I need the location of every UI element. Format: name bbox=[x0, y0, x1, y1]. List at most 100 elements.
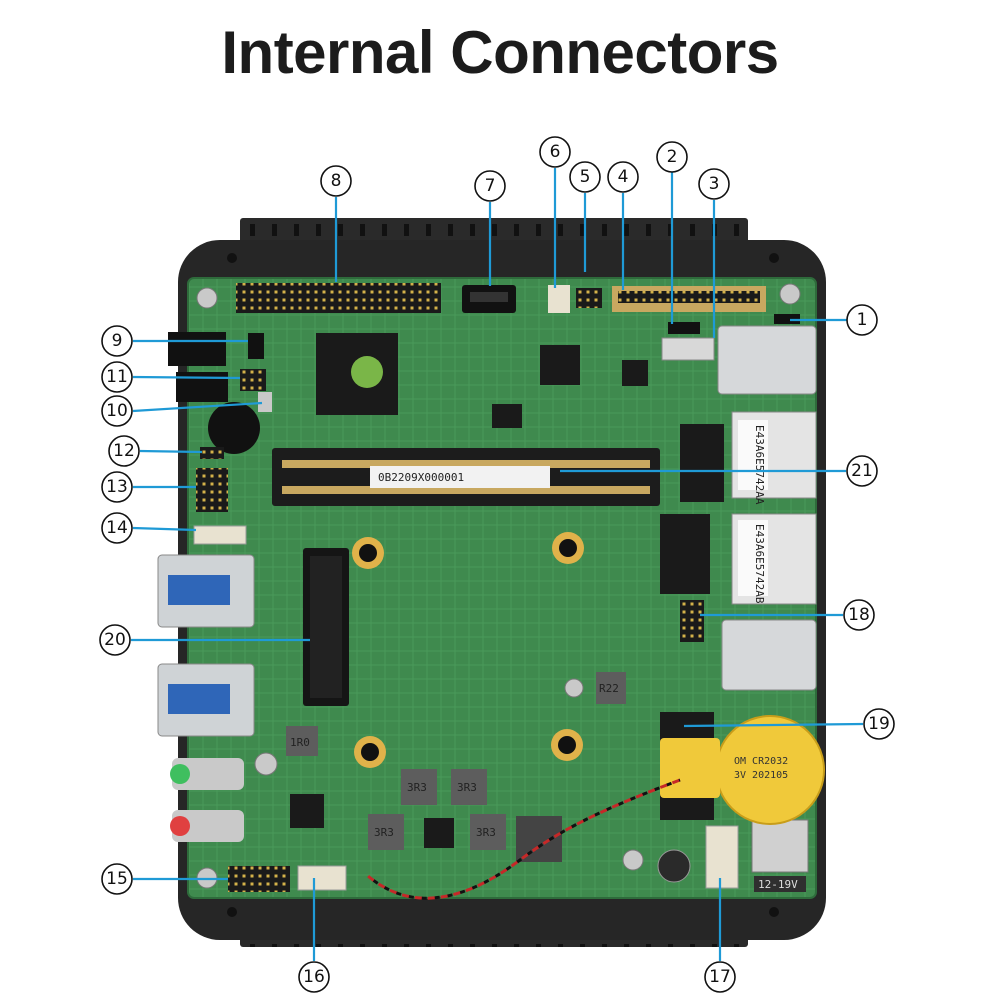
callout-number-16: 16 bbox=[303, 967, 325, 987]
connector-17 bbox=[705, 825, 739, 889]
power-label-text: 12-19V bbox=[758, 878, 798, 891]
lan-chip-2 bbox=[660, 514, 710, 594]
callout-circle-9 bbox=[101, 325, 133, 357]
resistor bbox=[596, 672, 626, 704]
resistor-r22-text: R22 bbox=[599, 682, 619, 695]
case-screw bbox=[769, 253, 779, 263]
callout-circle-18 bbox=[843, 599, 875, 631]
callout-number-2: 2 bbox=[667, 147, 678, 167]
board-screw bbox=[779, 283, 801, 305]
callout-circle-21 bbox=[846, 455, 878, 487]
callout-circle-12 bbox=[108, 435, 140, 467]
audio-red bbox=[172, 810, 244, 842]
inductor bbox=[451, 769, 487, 805]
callout-circle-17 bbox=[704, 961, 736, 993]
callout-number-9: 9 bbox=[112, 331, 123, 351]
callout-circle-13 bbox=[101, 471, 133, 503]
audio-green bbox=[172, 758, 244, 790]
case-screw bbox=[227, 253, 237, 263]
page-title: Internal Connectors bbox=[221, 19, 779, 86]
inductor-4-text: 3R3 bbox=[476, 826, 496, 839]
inductor-3-text: 3R3 bbox=[374, 826, 394, 839]
board-screw bbox=[564, 678, 584, 698]
callout-number-11: 11 bbox=[106, 367, 128, 387]
header-12 bbox=[200, 447, 224, 459]
chip bbox=[492, 404, 522, 428]
callout-number-5: 5 bbox=[580, 167, 591, 187]
callout-number-20: 20 bbox=[104, 630, 126, 650]
audio-jack-top bbox=[168, 332, 226, 366]
callout-number-17: 17 bbox=[709, 967, 731, 987]
pcb-board bbox=[188, 278, 816, 898]
callout-line-11 bbox=[132, 375, 241, 380]
callout-circle-5 bbox=[569, 161, 601, 193]
lan-sticker-2-text: E43A6E5742AB bbox=[753, 524, 766, 604]
usb-port-top-right bbox=[717, 325, 817, 395]
chip bbox=[540, 345, 580, 385]
callout-circle-4 bbox=[607, 161, 639, 193]
inductor bbox=[470, 814, 506, 850]
callout-number-10: 10 bbox=[106, 401, 128, 421]
inductor bbox=[286, 726, 318, 756]
header-13 bbox=[196, 468, 228, 512]
header-15 bbox=[228, 866, 290, 892]
jumper-11 bbox=[240, 369, 266, 391]
callout-number-18: 18 bbox=[848, 605, 870, 625]
case-screw bbox=[227, 907, 237, 917]
dc-jack bbox=[751, 819, 809, 873]
callout-circle-19 bbox=[863, 708, 895, 740]
callout-number-6: 6 bbox=[550, 142, 561, 162]
callout-circle-16 bbox=[298, 961, 330, 993]
battery-text-1: OM CR2032 bbox=[734, 756, 788, 767]
switch-10 bbox=[258, 392, 272, 412]
callout-circle-8 bbox=[320, 165, 352, 197]
callout-number-3: 3 bbox=[709, 174, 720, 194]
dimm-label bbox=[370, 466, 550, 488]
callout-line-10 bbox=[132, 401, 263, 413]
callout-circle-1 bbox=[846, 304, 878, 336]
chip bbox=[424, 818, 454, 848]
dimm-label-text: 0B2209X000001 bbox=[378, 471, 464, 484]
capacitor bbox=[657, 849, 691, 883]
board-screw bbox=[196, 287, 218, 309]
inductor-large bbox=[516, 816, 562, 862]
callout-circle-2 bbox=[656, 141, 688, 173]
power-label-box bbox=[754, 876, 806, 892]
inductor bbox=[401, 769, 437, 805]
board-screw bbox=[622, 849, 644, 871]
case-screw bbox=[769, 907, 779, 917]
chip bbox=[290, 794, 324, 828]
callout-circle-6 bbox=[539, 136, 571, 168]
callout-circle-20 bbox=[99, 624, 131, 656]
callout-line-12 bbox=[139, 449, 203, 454]
callout-number-14: 14 bbox=[106, 518, 128, 538]
inductor-1-text: 3R3 bbox=[407, 781, 427, 794]
buzzer bbox=[208, 402, 260, 454]
callout-circle-7 bbox=[474, 170, 506, 202]
chip bbox=[622, 360, 648, 386]
callout-circle-11 bbox=[101, 361, 133, 393]
battery-text-2: 3V 202105 bbox=[734, 770, 788, 781]
callout-number-13: 13 bbox=[106, 477, 128, 497]
connector-16 bbox=[297, 865, 347, 891]
callout-circle-3 bbox=[698, 168, 730, 200]
callout-number-8: 8 bbox=[331, 171, 342, 191]
callout-number-21: 21 bbox=[851, 461, 873, 481]
usb-port-bottom-right bbox=[721, 619, 817, 691]
callout-number-12: 12 bbox=[113, 441, 135, 461]
inductor-2-text: 3R3 bbox=[457, 781, 477, 794]
callout-number-7: 7 bbox=[485, 176, 496, 196]
callout-circle-14 bbox=[101, 512, 133, 544]
inductor bbox=[368, 814, 404, 850]
callout-number-15: 15 bbox=[106, 869, 128, 889]
board-screw bbox=[254, 752, 278, 776]
callout-number-19: 19 bbox=[868, 714, 890, 734]
callout-circle-10 bbox=[101, 395, 133, 427]
battery-cable bbox=[367, 778, 681, 900]
callout-number-1: 1 bbox=[857, 310, 868, 330]
callout-circle-15 bbox=[101, 863, 133, 895]
fan-header-3 bbox=[661, 337, 715, 361]
jumper-2 bbox=[668, 322, 700, 334]
